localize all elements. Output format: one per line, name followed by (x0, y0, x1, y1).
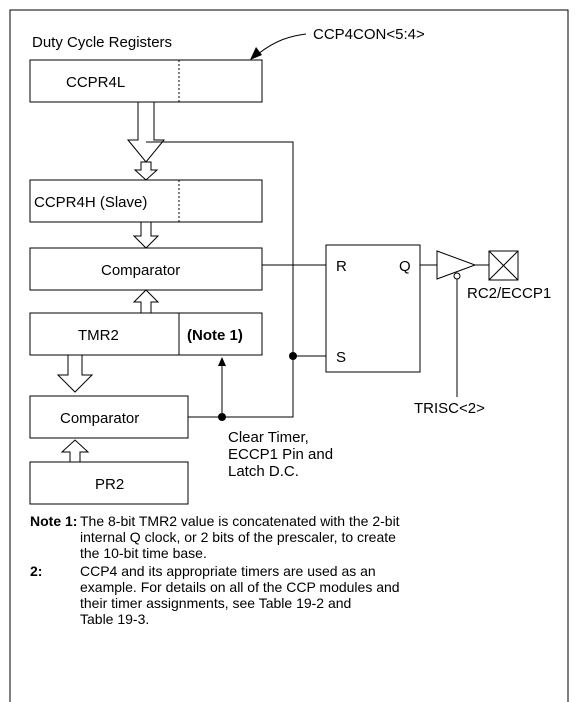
comparator-bottom (29, 395, 189, 439)
pin-icon (488, 250, 519, 281)
comparator-top (29, 247, 263, 291)
comparator-top-label: Comparator (101, 262, 180, 279)
note-1: Note 1: The 8-bit TMR2 value is concaten… (30, 513, 530, 561)
duty-cycle-label: Duty Cycle Registers (32, 34, 172, 51)
note-2: 2: CCP4 and its appropriate timers are u… (30, 563, 530, 627)
clear-timer-label-2: ECCP1 Pin and (228, 446, 333, 463)
load-signal-wire (146, 141, 294, 356)
figure-frame (9, 9, 569, 702)
clear-timer-label-1: Clear Timer, (228, 429, 309, 446)
clear-to-tmr2-arrowhead (218, 357, 226, 366)
note-2-line: Table 19-3. (80, 611, 150, 627)
comparator-bottom-output-wire (188, 356, 294, 418)
pin-label: RC2/ECCP1 (467, 285, 551, 302)
note-1-line: internal Q clock, or 2 bits of the presc… (80, 529, 396, 545)
note-1-number: Note 1: (30, 513, 78, 529)
ccpr4h-to-comparator-arrow (132, 221, 160, 249)
sr-latch (325, 244, 421, 373)
tmr2-note1-tag: (Note 1) (187, 327, 243, 344)
pr2-register (29, 461, 189, 505)
ccpr4h-load-arrow (133, 161, 159, 181)
ccpr4l-register (29, 59, 263, 103)
ccp4con-pointer (257, 33, 307, 55)
note-2-line: their timer assignments, see Table 19-2 … (80, 595, 352, 611)
output-buffer (436, 250, 477, 280)
trisc-label: TRISC<2> (414, 400, 485, 417)
tmr2-label: TMR2 (78, 327, 119, 344)
note-2-line: CCP4 and its appropriate timers are used… (80, 563, 376, 579)
clear-timer-label-3: Latch D.C. (228, 463, 299, 480)
tmr2-to-comparator-arrow (132, 289, 160, 314)
ccpr4h-register (29, 179, 263, 223)
note-1-line: The 8-bit TMR2 value is concatenated wit… (80, 513, 400, 529)
pr2-label: PR2 (95, 476, 124, 493)
note-1-text: The 8-bit TMR2 value is concatenated wit… (80, 513, 530, 561)
note-2-text: CCP4 and its appropriate timers are used… (80, 563, 530, 627)
tmr2-to-comparator-bottom-arrow (56, 354, 94, 393)
pr2-to-comparator-arrow (60, 439, 90, 463)
note-1-line: the 10-bit time base. (80, 545, 207, 561)
buffer-enable-bubble (453, 272, 461, 280)
figure-notes: Note 1: The 8-bit TMR2 value is concaten… (30, 513, 530, 629)
latch-r-label: R (336, 258, 347, 275)
load-arrow (126, 101, 166, 163)
ccpr4h-label: CCPR4H (Slave) (34, 194, 147, 211)
ccpr4l-label: CCPR4L (66, 74, 125, 91)
latch-s-label: S (336, 349, 346, 366)
comparator-bottom-label: Comparator (60, 410, 139, 427)
latch-q-label: Q (399, 258, 411, 275)
ccp4con-label: CCP4CON<5:4> (313, 26, 425, 43)
tmr2-register (29, 312, 263, 356)
note-2-number: 2: (30, 563, 43, 579)
note-2-line: example. For details on all of the CCP m… (80, 579, 400, 595)
ccp4con-arrowhead (250, 47, 262, 60)
